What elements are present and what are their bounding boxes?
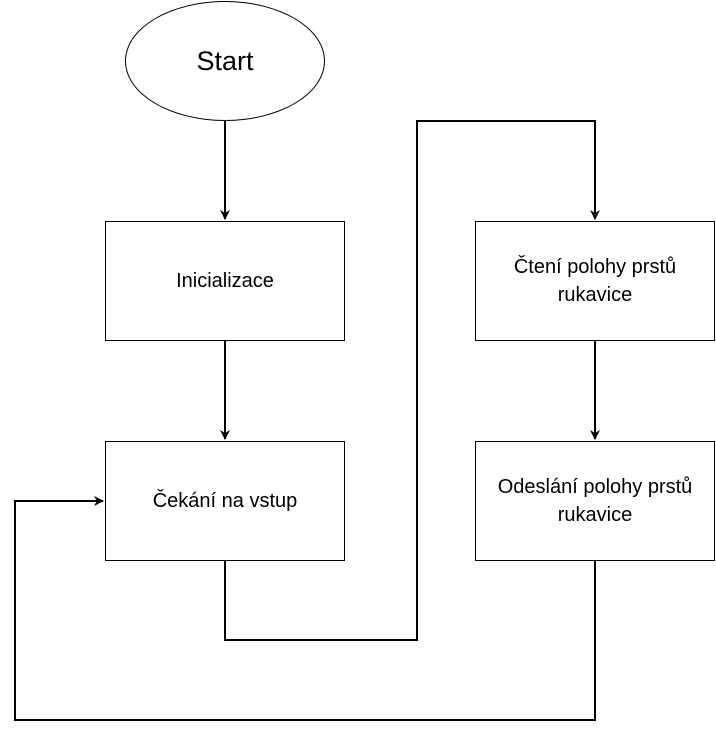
read-node-label: Čtení polohy prstů rukavice (513, 256, 677, 306)
read-node: Čtení polohy prstů rukavice (475, 221, 715, 341)
send-node-label: Odeslání polohy prstů rukavice (497, 476, 693, 526)
start-node: Start (125, 1, 325, 121)
connector-send-to-wait (14, 496, 596, 721)
start-node-label: Start (196, 45, 254, 76)
init-node-label: Inicializace (176, 270, 274, 292)
wait-node: Čekání na vstup (105, 441, 345, 561)
send-node: Odeslání polohy prstů rukavice (475, 441, 715, 561)
init-node: Inicializace (105, 221, 345, 341)
connector-wait-to-read (224, 120, 600, 641)
wait-node-label: Čekání na vstup (152, 490, 298, 512)
